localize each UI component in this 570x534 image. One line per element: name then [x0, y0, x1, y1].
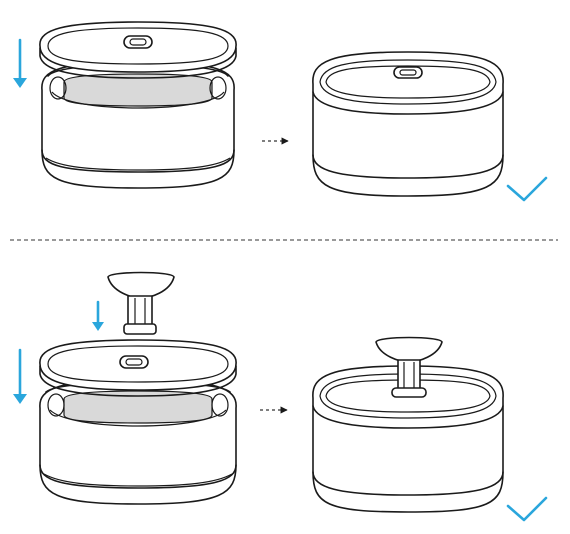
down-arrow-icon — [92, 300, 104, 331]
success-check-icon — [506, 176, 548, 202]
lid-knob — [393, 66, 423, 79]
filter-cartridge — [47, 390, 229, 424]
success-check-icon — [506, 496, 548, 522]
step-1-lid-installation — [13, 21, 548, 202]
down-arrow-icon — [13, 348, 27, 404]
filter-cartridge — [49, 73, 227, 107]
fountain-before-lid — [39, 21, 237, 189]
lid-knob — [123, 35, 153, 49]
lid — [39, 339, 237, 397]
fountain-after-pump — [312, 336, 504, 513]
lid — [39, 21, 237, 79]
fountain-before-pump — [39, 339, 237, 505]
step-2-pump-tower-installation — [13, 271, 548, 522]
down-arrow-icon — [13, 38, 27, 88]
pump-tower — [107, 271, 175, 335]
fountain-after-lid — [312, 51, 504, 197]
lid-knob — [119, 355, 149, 369]
pump-tower — [375, 336, 443, 398]
